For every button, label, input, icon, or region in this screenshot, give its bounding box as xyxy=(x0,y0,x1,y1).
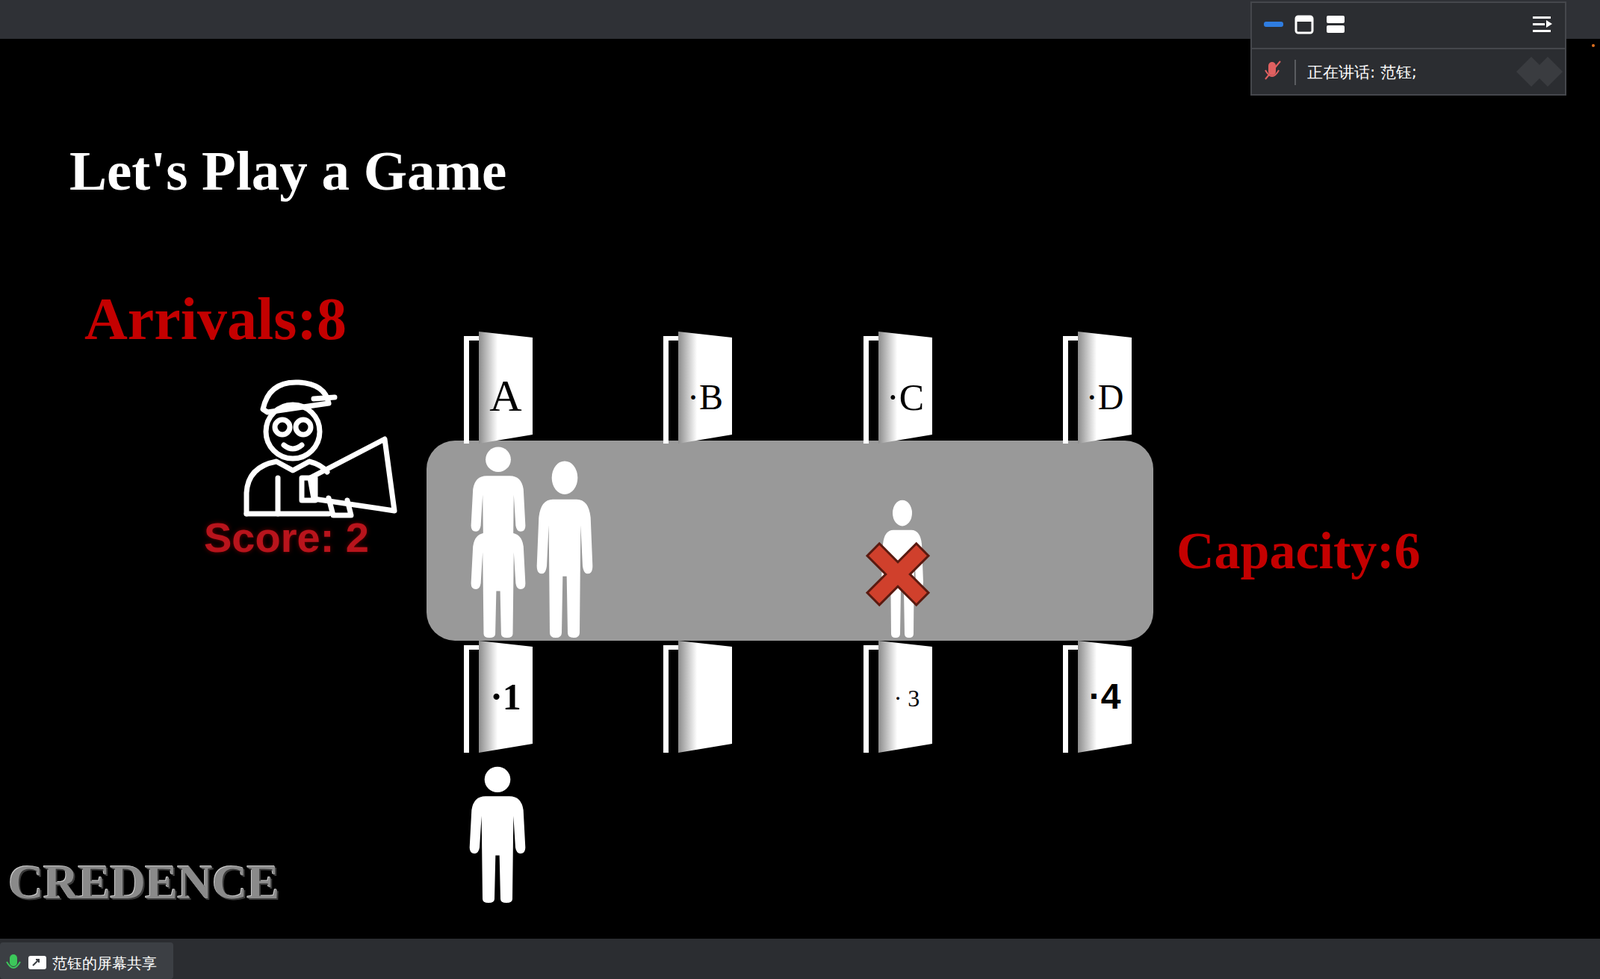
person xyxy=(469,767,526,904)
door: ·C xyxy=(863,331,933,444)
menu-icon xyxy=(1532,16,1553,33)
status-row: 正在讲话: 范钰; xyxy=(1251,50,1566,95)
announcer-icon xyxy=(246,382,395,516)
door-label: A xyxy=(489,373,522,419)
door xyxy=(663,640,733,753)
door: ·1 xyxy=(463,640,533,753)
door: · 3 xyxy=(863,640,933,753)
speaker-status: 正在讲话: 范钰; xyxy=(1307,64,1417,81)
meeting-panel xyxy=(1251,2,1566,95)
person xyxy=(537,460,594,638)
arrivals-counter: Arrivals:8 xyxy=(84,289,347,349)
taskbar xyxy=(0,938,1600,979)
share-label: 范钰的屏幕共享 xyxy=(52,956,157,972)
watermark: CREDENCE xyxy=(8,857,279,907)
door: ·D xyxy=(1062,331,1132,444)
avatar-badge xyxy=(1516,56,1563,87)
mic-icon xyxy=(6,954,21,969)
door: ·B xyxy=(663,331,733,444)
share-tab xyxy=(0,942,174,979)
person xyxy=(471,504,526,638)
door-label: ·4 xyxy=(1089,678,1122,715)
slide-title: Let's Play a Game xyxy=(69,142,507,199)
door: A xyxy=(463,331,533,444)
door-label: ·B xyxy=(687,379,724,416)
door: ·4 xyxy=(1062,640,1132,753)
window-icon xyxy=(1295,16,1313,33)
door-label: ·D xyxy=(1086,379,1125,416)
door-label: ·C xyxy=(886,378,924,417)
muted-mic-icon xyxy=(1265,61,1281,80)
door-label: ·1 xyxy=(490,678,522,716)
minimize-icon xyxy=(1263,21,1284,27)
list-icon xyxy=(1326,15,1345,24)
score-counter: Score: 2 xyxy=(203,516,370,559)
capacity-counter: Capacity:6 xyxy=(1176,525,1421,578)
room xyxy=(426,440,1154,641)
rejected-mark xyxy=(847,523,949,626)
door-label: · 3 xyxy=(894,686,921,711)
share-icon xyxy=(28,956,47,970)
